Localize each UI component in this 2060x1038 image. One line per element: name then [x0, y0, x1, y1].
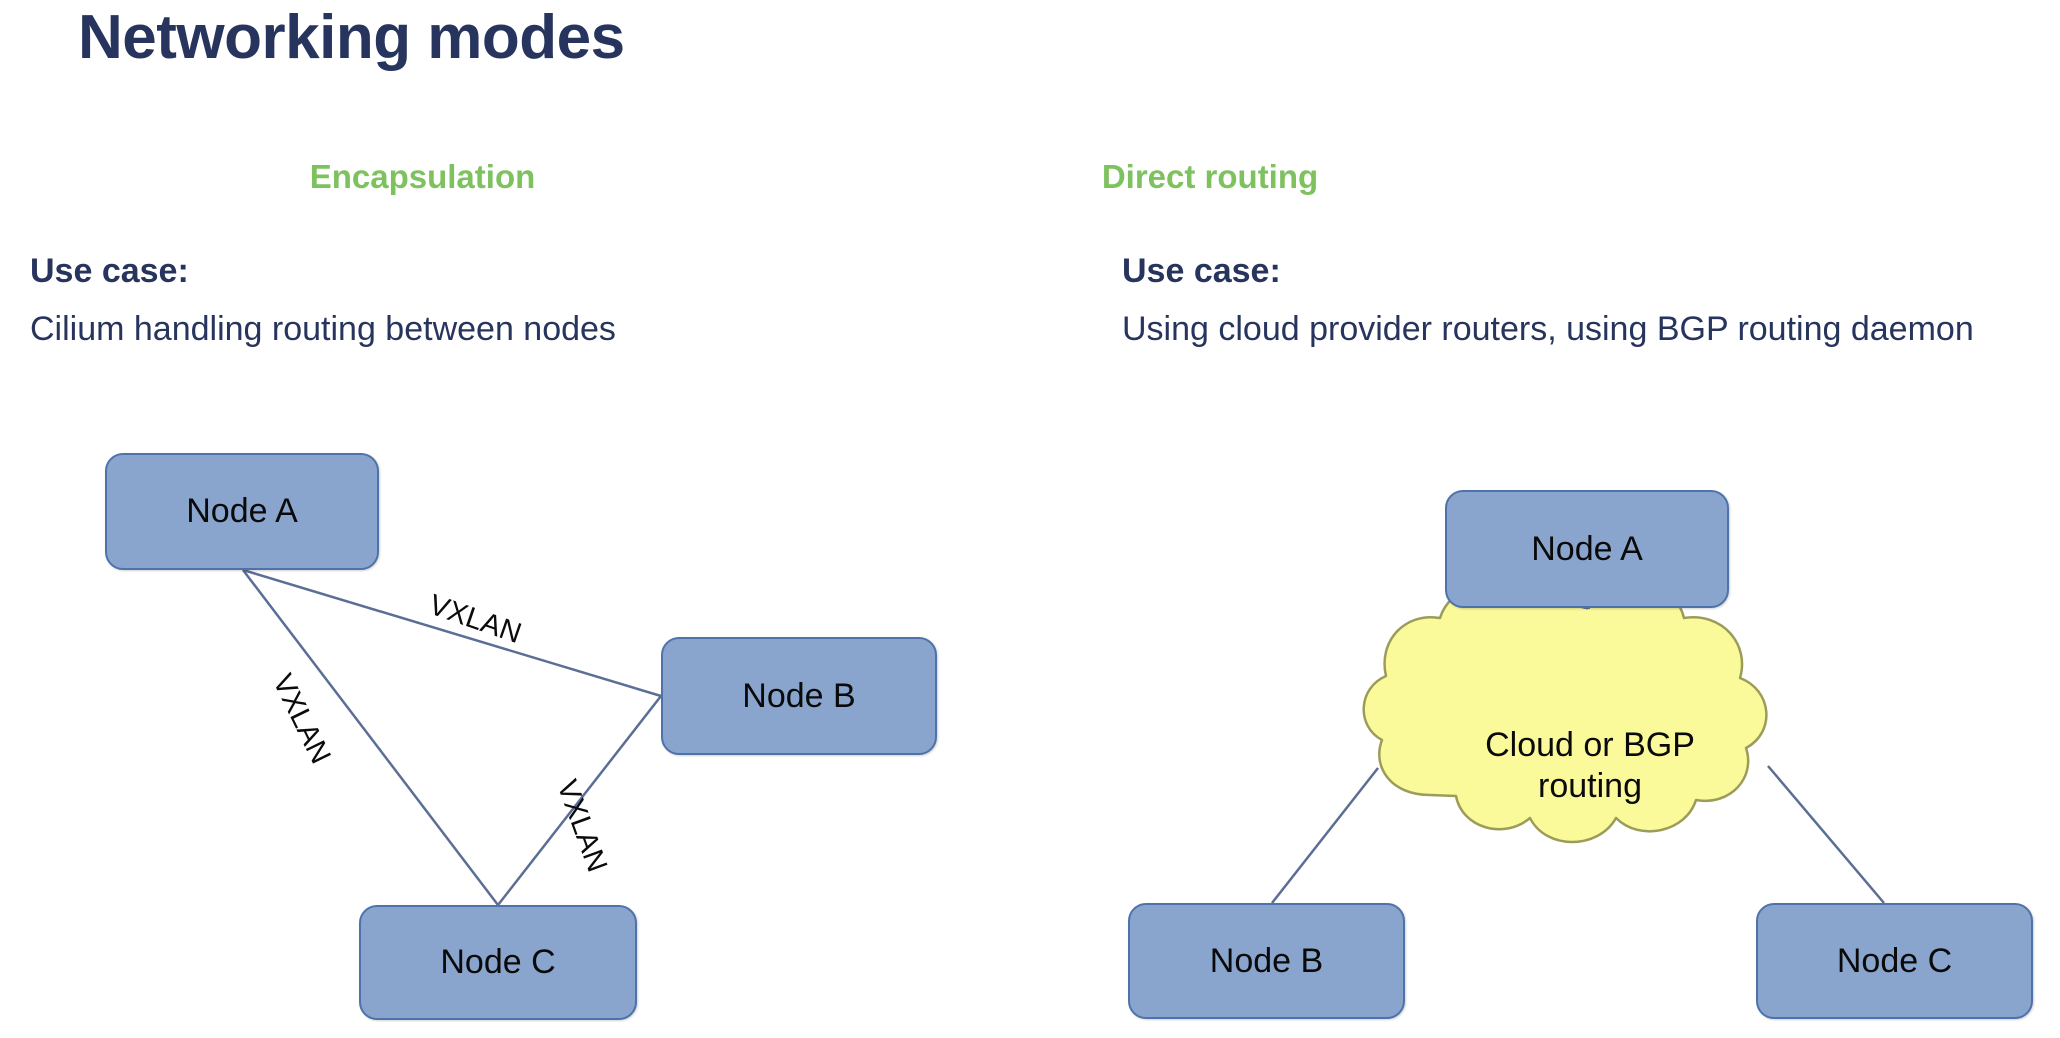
edge-label-vxlan-b-c: VXLAN	[550, 775, 614, 877]
usecase-label-direct-routing: Use case:	[1122, 252, 1281, 290]
cloud-label-line1: Cloud or BGP	[1485, 726, 1695, 764]
node-box-direct-routing-node-a[interactable]: Node A	[1445, 490, 1729, 608]
column-header-direct-routing: Direct routing	[1101, 158, 1319, 195]
node-box-direct-routing-node-c[interactable]: Node C	[1756, 903, 2033, 1019]
usecase-label-encapsulation: Use case:	[30, 252, 189, 290]
node-box-encapsulation-node-c[interactable]: Node C	[359, 905, 637, 1020]
usecase-block-encapsulation: Use case: Cilium handling routing betwee…	[30, 252, 850, 351]
usecase-body-encapsulation: Cilium handling routing between nodes	[30, 310, 616, 349]
cloud-label: Cloud or BGP routing	[1455, 725, 1725, 807]
node-box-encapsulation-node-a[interactable]: Node A	[105, 453, 379, 570]
edge-node-a-node-b	[242, 568, 662, 698]
page-title: Networking modes	[78, 3, 625, 72]
usecase-body-direct-routing: Using cloud provider routers, using BGP …	[1122, 310, 1974, 349]
edge-node-c-cloud	[1767, 765, 1885, 904]
edge-label-vxlan-a-b: VXLAN	[424, 588, 526, 651]
edge-node-b-cloud	[1271, 767, 1379, 904]
usecase-block-direct-routing: Use case: Using cloud provider routers, …	[1122, 252, 2060, 351]
node-box-direct-routing-node-b[interactable]: Node B	[1128, 903, 1405, 1019]
column-header-encapsulation: Encapsulation	[309, 158, 536, 195]
node-box-encapsulation-node-b[interactable]: Node B	[661, 637, 937, 755]
cloud-label-line2: routing	[1538, 766, 1642, 805]
edge-label-vxlan-a-c: VXLAN	[266, 669, 337, 769]
